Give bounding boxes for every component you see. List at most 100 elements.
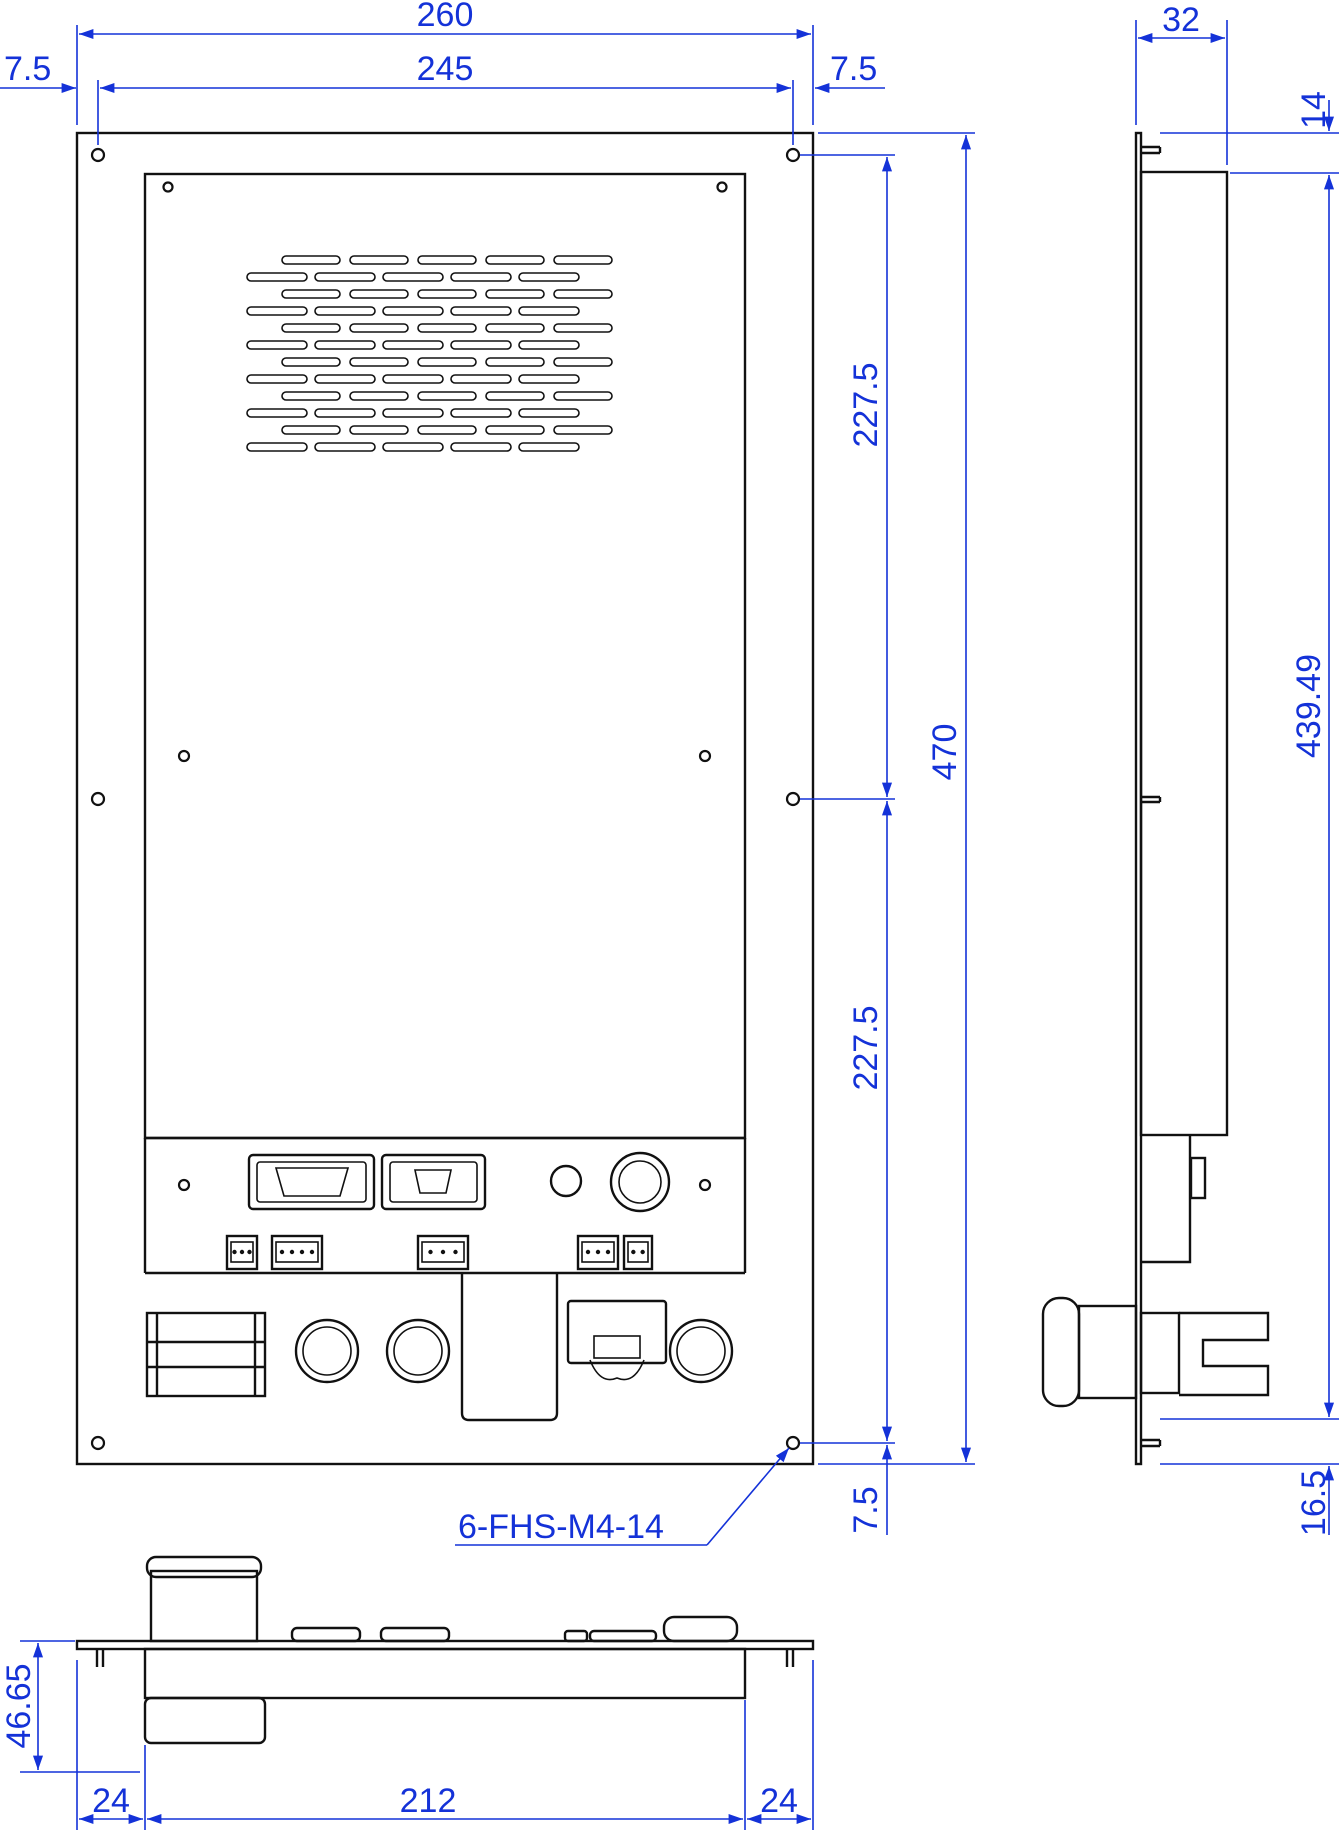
dim-top-offset: 14 [1295, 91, 1333, 129]
estop-side [1041, 1296, 1081, 1408]
dim-right-margin: 24 [760, 1782, 798, 1820]
grille-slot [417, 357, 477, 367]
mounting-hole [90, 147, 106, 163]
inner-panel [143, 172, 747, 1140]
grille-slot [518, 374, 580, 384]
grille-slot [382, 340, 444, 350]
grille-slot [281, 391, 341, 401]
db9-connector [380, 1153, 487, 1211]
grille-slot [314, 272, 376, 282]
grille-slot [450, 272, 512, 282]
grille-slot [518, 408, 580, 418]
grille-slot [553, 425, 613, 435]
dim-lower-half: 227.5 [847, 1005, 885, 1090]
grille-slot [485, 391, 545, 401]
grille-slot [281, 255, 341, 265]
grille-slot [450, 374, 512, 384]
grille-slot [382, 408, 444, 418]
circular-connector [609, 1151, 671, 1213]
grille-slot [553, 357, 613, 367]
grille-slot [349, 289, 409, 299]
panel-screw [698, 749, 712, 763]
grille-slot [246, 374, 308, 384]
mounting-hole [785, 147, 801, 163]
db15-connector [247, 1153, 376, 1211]
terminal-blocks [225, 1234, 654, 1271]
grille-slot [246, 272, 308, 282]
grille-slot [281, 425, 341, 435]
dim-depth: 32 [1162, 1, 1200, 39]
terminal-block [270, 1234, 324, 1271]
dim-overall-height: 470 [926, 724, 964, 781]
terminal-block [576, 1234, 620, 1271]
grille-slot [450, 408, 512, 418]
mounting-hole [90, 791, 106, 807]
grille-slot [246, 442, 308, 452]
terminal-block [225, 1234, 259, 1271]
grille-slot [518, 340, 580, 350]
estop-cap [145, 1555, 263, 1579]
panel-screw [162, 181, 174, 193]
grille-slot [553, 323, 613, 333]
cable-gland-plate [460, 1273, 559, 1422]
fastener-callout: 6-FHS-M4-14 [458, 1508, 664, 1546]
grille-slot [518, 272, 580, 282]
mounting-hole [90, 1435, 106, 1451]
grille-slot [553, 289, 613, 299]
grille-slot [553, 391, 613, 401]
grille-slot [281, 357, 341, 367]
mounting-hole [785, 1435, 801, 1451]
grille-slot [314, 408, 376, 418]
speaker-grille [246, 255, 613, 452]
mounting-hole [785, 791, 801, 807]
grille-slot [314, 306, 376, 316]
bottom-view [75, 1555, 815, 1745]
dim-body-height: 439.49 [1290, 654, 1328, 758]
grille-slot [450, 442, 512, 452]
grille-slot [382, 442, 444, 452]
terminal-block [622, 1234, 654, 1271]
dim-bottom-height: 46.65 [0, 1663, 38, 1748]
grille-slot [314, 374, 376, 384]
grille-slot [450, 340, 512, 350]
led-indicator [549, 1164, 583, 1198]
push-button [668, 1318, 734, 1384]
panel-screw [177, 749, 191, 763]
front-view [75, 131, 815, 1466]
grille-slot [314, 442, 376, 452]
dim-edge-right: 7.5 [830, 50, 877, 88]
terminal-block [416, 1234, 470, 1271]
dim-left-margin: 24 [92, 1782, 130, 1820]
dim-upper-half: 227.5 [847, 362, 885, 447]
grille-slot [382, 306, 444, 316]
grille-slot [382, 272, 444, 282]
dim-edge-left: 7.5 [4, 50, 51, 88]
grille-slot [314, 340, 376, 350]
network-module [566, 1299, 668, 1365]
grille-slot [382, 374, 444, 384]
grille-slot [417, 289, 477, 299]
grille-slot [349, 357, 409, 367]
grille-slot [349, 425, 409, 435]
grille-slot [485, 255, 545, 265]
side-view [1041, 131, 1270, 1466]
grille-slot [485, 357, 545, 367]
grille-slot [246, 408, 308, 418]
grille-slot [485, 425, 545, 435]
dim-bottom-offset: 16.5 [1295, 1470, 1333, 1536]
grille-slot [246, 306, 308, 316]
grille-slot [281, 289, 341, 299]
grille-slot [281, 323, 341, 333]
grille-slot [246, 340, 308, 350]
grille-slot [450, 306, 512, 316]
push-button [385, 1318, 451, 1384]
panel-screw [716, 181, 728, 193]
grille-slot [553, 255, 613, 265]
grille-slot [417, 391, 477, 401]
grille-slot [349, 391, 409, 401]
dim-bottom-edge: 7.5 [847, 1486, 885, 1533]
grille-slot [349, 255, 409, 265]
key-switch [145, 1311, 267, 1398]
